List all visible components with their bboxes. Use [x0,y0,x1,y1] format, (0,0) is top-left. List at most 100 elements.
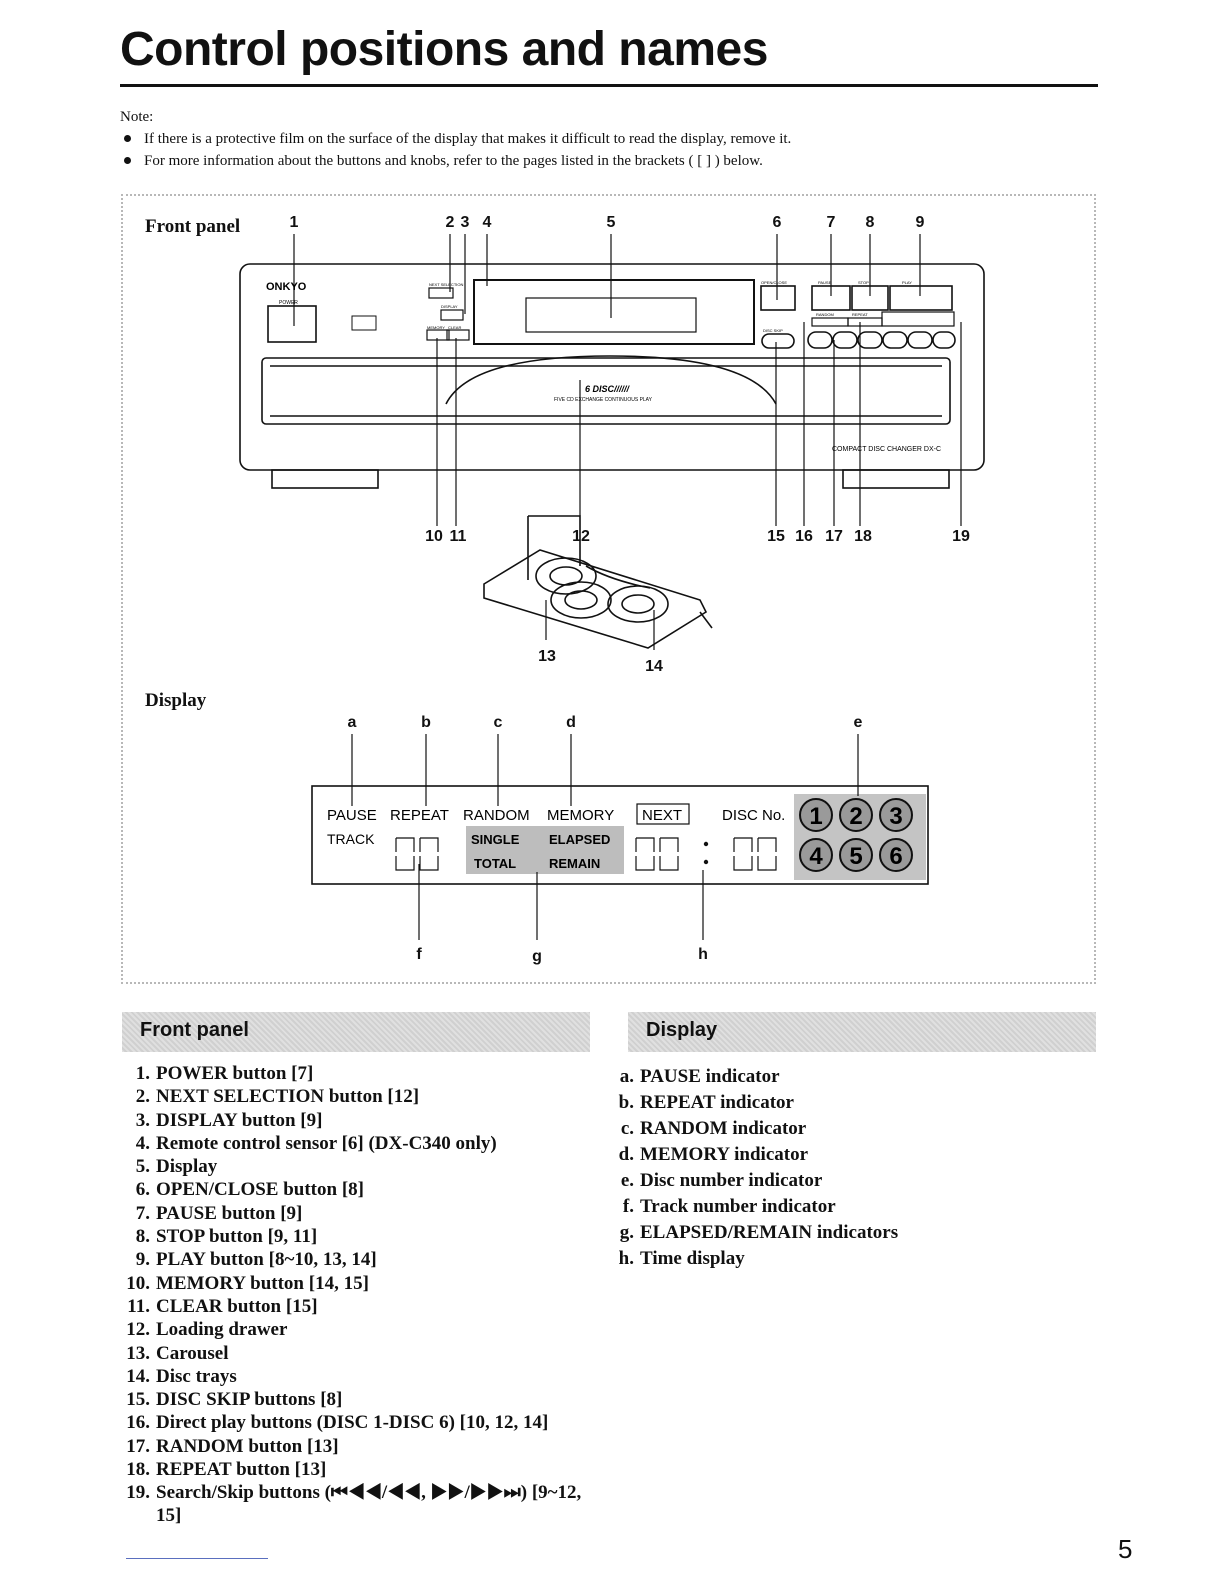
list-item-number: 2. [135,1086,150,1108]
callout-16: 16 [795,528,813,545]
lcd-next: NEXT [642,807,682,824]
callout-17: 17 [825,528,843,545]
list-item-number: a. [619,1066,634,1087]
label-stop: STOP [858,280,869,285]
label-open-close: OPEN/CLOSE [761,280,787,285]
label-pause: PAUSE [818,280,832,285]
list-item-number: 16. [126,1412,150,1434]
callout-11: 11 [449,528,467,545]
list-item-text: REPEAT indicator [640,1092,794,1113]
display-section-band: Display [628,1012,1096,1052]
lcd-repeat: REPEAT [390,807,449,824]
disc-number-4: 4 [809,843,823,870]
note-bullet: For more information about the buttons a… [120,150,1100,172]
list-item: f.Track number indicator [602,1194,1082,1220]
lcd-track: TRACK [327,831,375,847]
list-item-text: NEXT SELECTION button [12] [156,1086,420,1108]
lcd-remain: REMAIN [549,856,600,871]
list-item-text: REPEAT button [13] [156,1459,327,1481]
drawer-subtext: FIVE CD EXCHANGE CONTINUOUS PLAY [554,397,653,403]
list-item: 3.DISPLAY button [9] [116,1109,596,1132]
list-item-text: Search/Skip buttons (⏮◀◀/◀◀, ▶▶/▶▶⏭) [9~… [156,1482,582,1527]
list-item-number: d. [618,1144,634,1165]
list-item-number: g. [619,1222,634,1243]
cd-logo [351,315,377,331]
list-item-number: 12. [126,1319,150,1341]
list-item-text: PAUSE button [9] [156,1202,303,1224]
callout-4: 4 [482,214,492,231]
list-item-number: 18. [126,1459,150,1481]
display-figure-label: Display [145,690,207,711]
memory-button [426,329,450,341]
list-item: 7. PAUSE button [9] [116,1202,596,1225]
drawer-band [261,357,951,425]
list-item-text: OPEN/CLOSE button [8] [156,1179,364,1201]
right-foot [842,469,950,489]
callout-13: 13 [538,648,556,665]
list-item-text: Direct play buttons (DISC 1-DISC 6) [10,… [156,1412,549,1434]
list-item-number: f. [622,1196,634,1217]
label-next-selection: NEXT SELECTION [429,282,463,287]
open-close-button [760,285,796,311]
callout-10: 10 [425,528,443,545]
list-item: 8.STOP button [9, 11] [116,1225,596,1248]
display-button [440,309,464,321]
list-item-number: 7. [135,1202,150,1224]
callout-leaders [293,234,962,940]
next-selection-button [428,287,454,299]
page-number: 5 [1118,1534,1133,1564]
list-item-number: h. [618,1248,634,1269]
power-label: POWER [279,300,298,306]
list-item-number: 13. [126,1342,150,1364]
disc-skip-button [761,333,795,349]
callout-f: f [416,946,422,963]
label-play: PLAY [902,280,912,285]
list-item: 2. NEXT SELECTION button [12] [116,1085,596,1108]
list-item: b.REPEAT indicator [602,1090,1082,1116]
lcd-next-box [636,803,690,825]
list-item: 16. Direct play buttons (DISC 1-DISC 6) [… [116,1411,596,1434]
front-panel-list: 1.POWER button [7]2. NEXT SELECTION butto… [116,1062,596,1527]
list-item-number: 3. [135,1109,150,1131]
front-panel-section-heading: Front panel [140,1019,249,1041]
disc-number-5: 5 [849,843,862,870]
callout-1: 1 [289,214,299,231]
callout-b: b [421,714,431,731]
list-item-number: 8. [135,1226,150,1248]
list-item-number: e. [620,1170,634,1191]
lcd-colon-dot [703,841,709,847]
list-item-number: 17. [126,1435,150,1457]
list-item: 4.Remote control sensor [6] (DX-C340 onl… [116,1132,596,1155]
list-item: 12.Loading drawer [116,1318,596,1341]
list-item-number: 1. [135,1063,150,1084]
list-item-text: Disc number indicator [640,1170,823,1191]
lcd-panel [311,785,929,885]
figure-frame [121,194,1096,984]
lcd-random: RANDOM [463,807,530,824]
disc-number-6: 6 [889,843,902,870]
list-item-text: ELAPSED/REMAIN indicators [640,1222,899,1243]
front-panel-section-band: Front panel [122,1012,590,1052]
lcd-pause: PAUSE [327,807,377,824]
footer-rule [126,1558,268,1559]
page-title: Control positions and names [120,23,768,76]
list-item-text: PAUSE indicator [640,1066,780,1087]
display-window [473,279,755,345]
callout-3: 3 [460,214,470,231]
lcd-elapsed: ELAPSED [549,832,610,847]
list-item-number: 11. [127,1295,150,1317]
front-panel-figure-label: Front panel [145,216,241,237]
callout-18: 18 [854,528,872,545]
callout-h: h [698,946,708,963]
list-item-number: 4. [135,1132,150,1154]
note-bullet: If there is a protective film on the sur… [120,128,1100,150]
play-button [889,285,953,311]
display-section-heading: Display [646,1019,718,1041]
list-item: 11.CLEAR button [15] [116,1295,596,1318]
list-item: 1.POWER button [7] [116,1062,596,1085]
disc-number-1: 1 [809,803,822,830]
list-item-number: 15. [126,1389,150,1411]
lcd-single: SINGLE [471,832,520,847]
disc-number-3: 3 [889,803,902,830]
callout-12: 12 [572,528,590,545]
